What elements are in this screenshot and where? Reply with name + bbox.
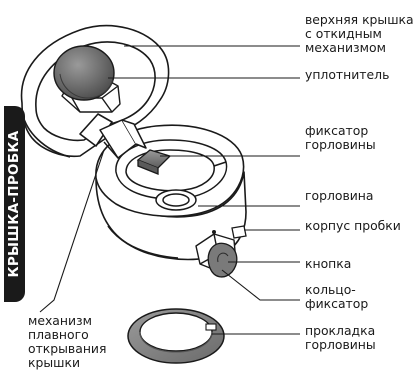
label-smooth-open-mechanism: механизм плавного открывания крышки [28,314,106,370]
leader-lock-ring [222,270,300,300]
label-top-lid: верхняя крышка с откидным механизмом [305,13,414,55]
label-plug-body: корпус пробки [305,219,401,233]
lock-ring [208,243,237,277]
leader-mechanism [40,150,104,312]
label-neck: горловина [305,189,374,203]
diagram-title: КРЫШКА-ПРОБКА [6,130,22,277]
label-neck-gasket: прокладка горловины [305,324,376,352]
label-seal: уплотнитель [305,68,389,82]
label-button: кнопка [305,257,351,271]
neck-gasket [128,309,224,363]
label-lock-ring: кольцо- фиксатор [305,283,368,311]
seal [54,46,114,100]
label-neck-lock: фиксатор горловины [305,124,376,152]
